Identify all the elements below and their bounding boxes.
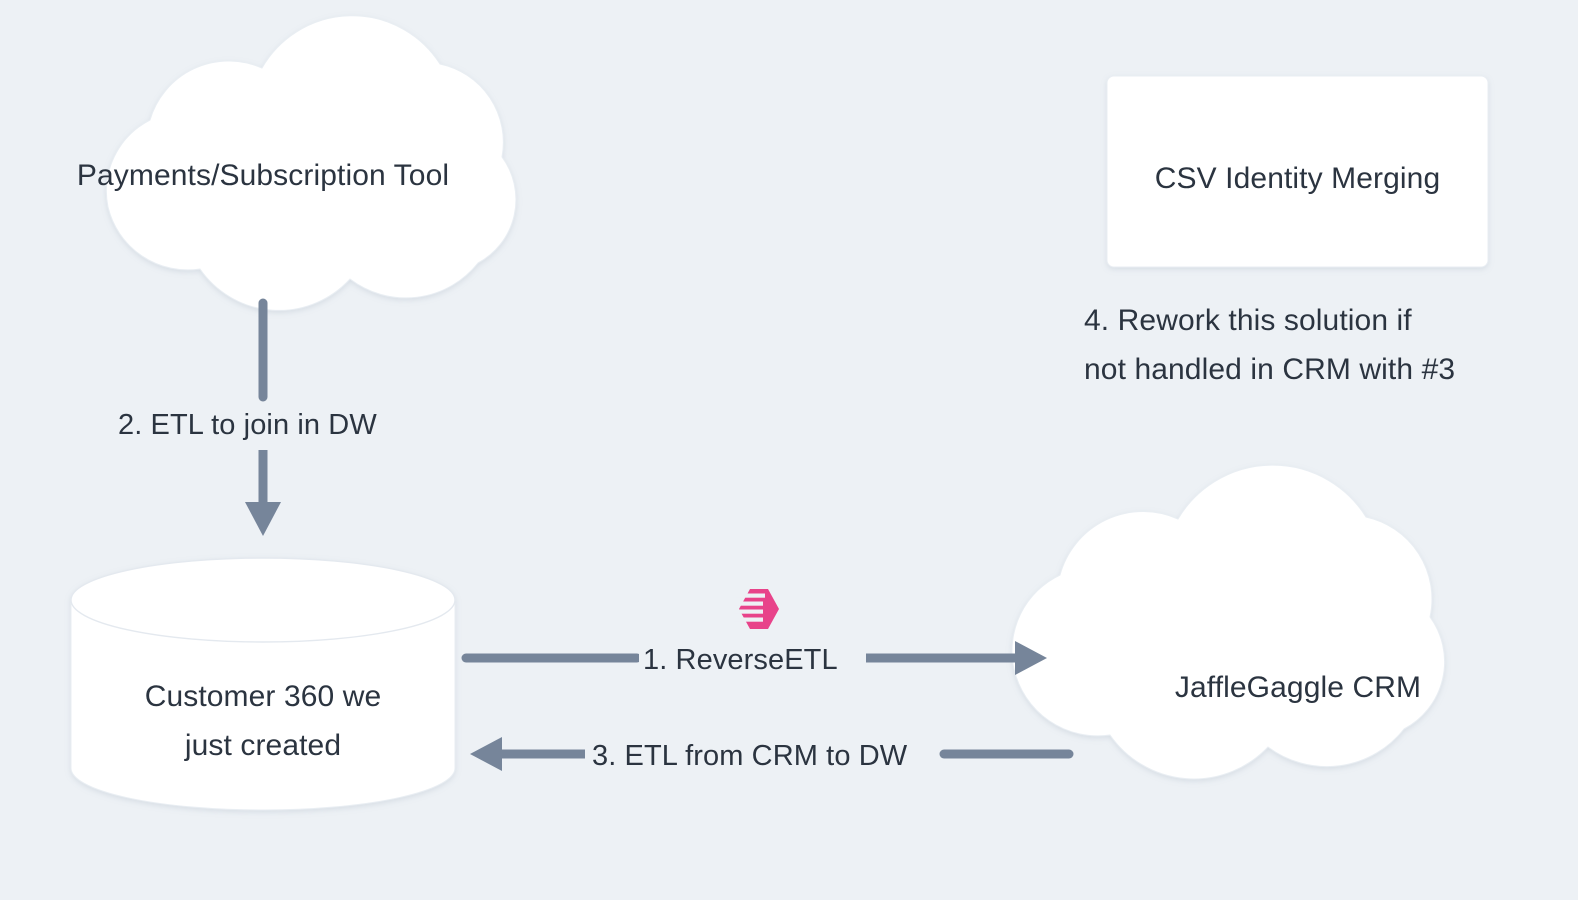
node-customer-360-warehouse-shape[interactable]: [70, 557, 456, 811]
node-payments-tool-shape[interactable]: [105, 15, 517, 311]
annotation-rework-note: 4. Rework this solution if not handled i…: [1084, 304, 1456, 386]
edge-reverse-etl-connector: [461, 641, 1047, 675]
edge-etl-from-crm-connector: [470, 737, 1074, 771]
arrowhead-down-icon: [245, 502, 281, 536]
arrowhead-left-icon: [470, 737, 502, 771]
node-csv-identity-merging-shape[interactable]: [1106, 75, 1489, 268]
arrowhead-right-icon: [1015, 641, 1047, 675]
hightouch-reverse-etl-icon: [734, 589, 779, 629]
edge-etl-join-dw-label: 2. ETL to join in DW: [113, 402, 382, 449]
edge-reverse-etl-label: 1. ReverseETL: [639, 637, 842, 684]
node-jafflegaggle-crm-shape[interactable]: [1011, 464, 1446, 780]
edge-etl-join-dw-connector: [245, 298, 281, 536]
edge-etl-from-crm-label: 3. ETL from CRM to DW: [588, 733, 912, 780]
